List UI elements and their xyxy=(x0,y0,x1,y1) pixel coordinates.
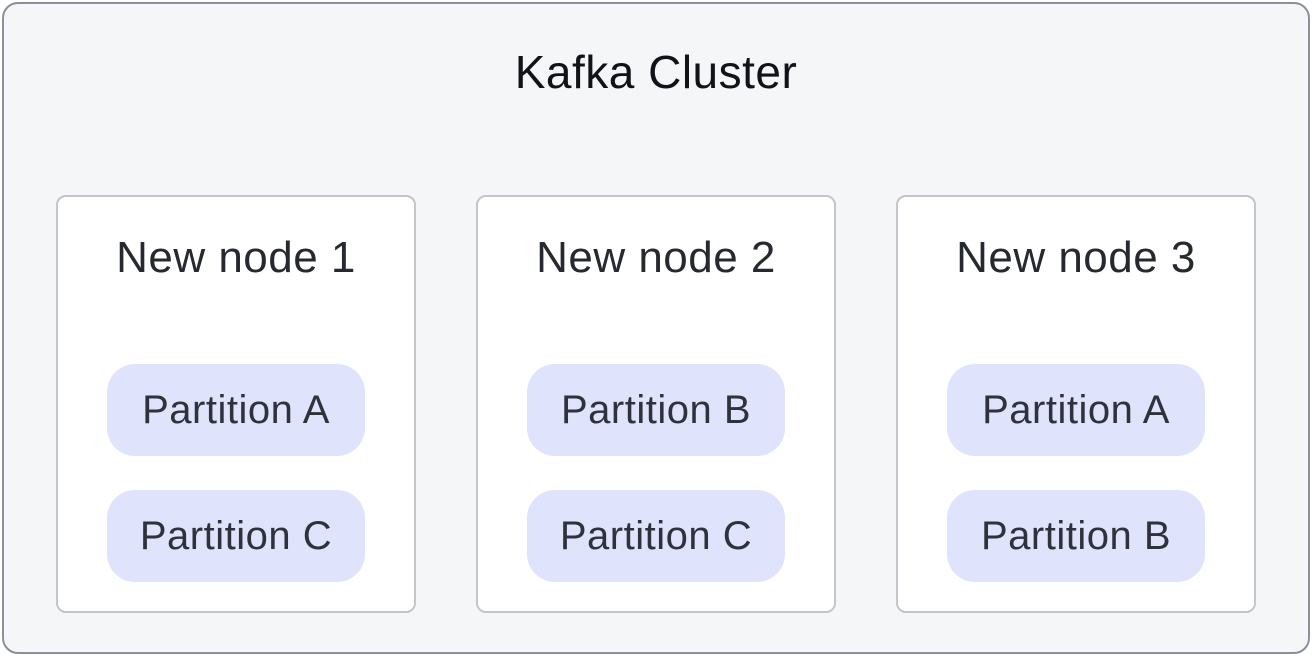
node-card-3: New node 3 Partition A Partition B xyxy=(896,195,1256,613)
nodes-row: New node 1 Partition A Partition C New n… xyxy=(56,195,1256,613)
node-card-2: New node 2 Partition B Partition C xyxy=(476,195,836,613)
partition-list: Partition B Partition C xyxy=(527,364,785,582)
partition-chip: Partition C xyxy=(527,490,785,582)
partition-list: Partition A Partition C xyxy=(107,364,365,582)
cluster-title: Kafka Cluster xyxy=(514,46,798,98)
partition-chip: Partition C xyxy=(107,490,365,582)
partition-chip: Partition A xyxy=(107,364,365,456)
node-title: New node 3 xyxy=(956,233,1196,282)
node-title: New node 1 xyxy=(116,233,356,282)
node-title: New node 2 xyxy=(536,233,776,282)
partition-list: Partition A Partition B xyxy=(947,364,1205,582)
node-card-1: New node 1 Partition A Partition C xyxy=(56,195,416,613)
partition-chip: Partition B xyxy=(947,490,1205,582)
partition-chip: Partition A xyxy=(947,364,1205,456)
partition-chip: Partition B xyxy=(527,364,785,456)
